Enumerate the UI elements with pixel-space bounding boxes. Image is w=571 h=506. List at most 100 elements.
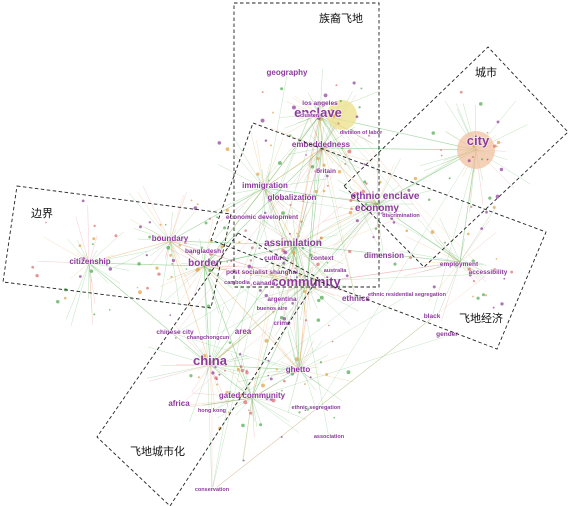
edge	[232, 135, 265, 189]
node-dot	[239, 365, 243, 369]
edge	[70, 262, 90, 279]
node-label-association: association	[314, 434, 345, 440]
node-dot	[260, 383, 265, 388]
node-dot	[228, 411, 231, 414]
node-dot	[466, 232, 470, 236]
node-dot	[223, 226, 227, 230]
node-dot	[360, 87, 363, 90]
edge	[459, 261, 487, 282]
edge	[257, 174, 265, 189]
node-label-dimension: dimension	[364, 251, 404, 260]
edge	[376, 203, 405, 214]
node-dot	[468, 273, 472, 277]
edge	[303, 283, 308, 314]
node-dot	[332, 102, 336, 105]
node-label-geography: geography	[267, 68, 308, 77]
node-label-crime: crime	[273, 320, 291, 327]
edge	[251, 397, 290, 422]
edge	[211, 408, 317, 492]
node-dot	[291, 105, 296, 110]
node-label-cambodia: cambodia	[224, 280, 251, 286]
node-dot	[301, 246, 305, 250]
edge	[88, 262, 211, 366]
edge	[431, 144, 479, 319]
edge	[211, 273, 489, 492]
edge	[174, 333, 299, 373]
edge	[192, 392, 253, 399]
node-dot	[238, 241, 241, 244]
node-label-border: border	[188, 258, 220, 269]
node-dot	[225, 208, 229, 212]
node-dot	[481, 158, 484, 161]
node-dot	[495, 194, 500, 199]
region-box-city	[343, 46, 569, 268]
node-dot	[349, 128, 354, 133]
edge	[149, 240, 171, 267]
edge	[178, 397, 253, 407]
edge	[169, 211, 173, 242]
edge	[287, 244, 297, 263]
node-dot	[467, 267, 471, 272]
node-dot	[495, 145, 498, 148]
node-dot	[148, 235, 152, 239]
edge	[358, 203, 378, 209]
node-dot	[248, 409, 250, 412]
edge	[294, 147, 323, 189]
edge	[261, 169, 265, 189]
edge	[459, 261, 482, 281]
node-dot	[35, 273, 39, 278]
edge	[225, 187, 265, 196]
node-label-conservation: conservation	[195, 487, 230, 493]
node-dot	[503, 277, 506, 280]
node-dot	[317, 168, 321, 172]
edge	[310, 98, 321, 116]
edge	[295, 244, 461, 263]
edge	[263, 137, 284, 189]
edge	[284, 114, 321, 135]
node-dot	[185, 268, 188, 270]
node-dot	[348, 210, 353, 215]
node-dot	[196, 203, 199, 206]
edge	[295, 147, 323, 246]
edge	[209, 357, 250, 366]
edge	[203, 244, 297, 267]
edge	[298, 366, 319, 371]
edge	[231, 395, 253, 399]
edge	[294, 95, 321, 116]
node-label-culture: culture	[264, 255, 286, 262]
edge	[306, 266, 312, 285]
edge	[262, 187, 265, 202]
edge	[209, 285, 307, 366]
edge	[203, 252, 205, 267]
edge	[251, 397, 299, 433]
node-dot	[314, 170, 317, 173]
node-dot	[78, 275, 82, 278]
node-dot	[270, 144, 272, 147]
node-dot	[178, 243, 182, 247]
edge	[263, 187, 306, 227]
edge	[43, 236, 90, 264]
node-dot	[245, 371, 249, 375]
edge	[169, 194, 184, 242]
edge	[205, 364, 211, 376]
edge	[298, 347, 314, 371]
edge	[319, 114, 378, 205]
edge	[87, 205, 90, 264]
edge	[251, 244, 297, 399]
node-dot	[211, 371, 215, 375]
edge	[88, 250, 98, 264]
node-label-division-of-labor: division of labor	[340, 130, 383, 136]
node-dot	[331, 340, 334, 343]
edge	[459, 261, 476, 272]
node-dot	[217, 141, 222, 145]
node-dot	[320, 101, 324, 105]
node-dot	[350, 207, 353, 211]
edge	[235, 397, 253, 416]
edge	[169, 228, 177, 242]
edge	[251, 199, 293, 399]
edge	[360, 133, 460, 267]
node-dot	[273, 255, 275, 258]
edge	[161, 235, 171, 242]
node-dot	[314, 189, 318, 194]
edge	[263, 187, 277, 231]
